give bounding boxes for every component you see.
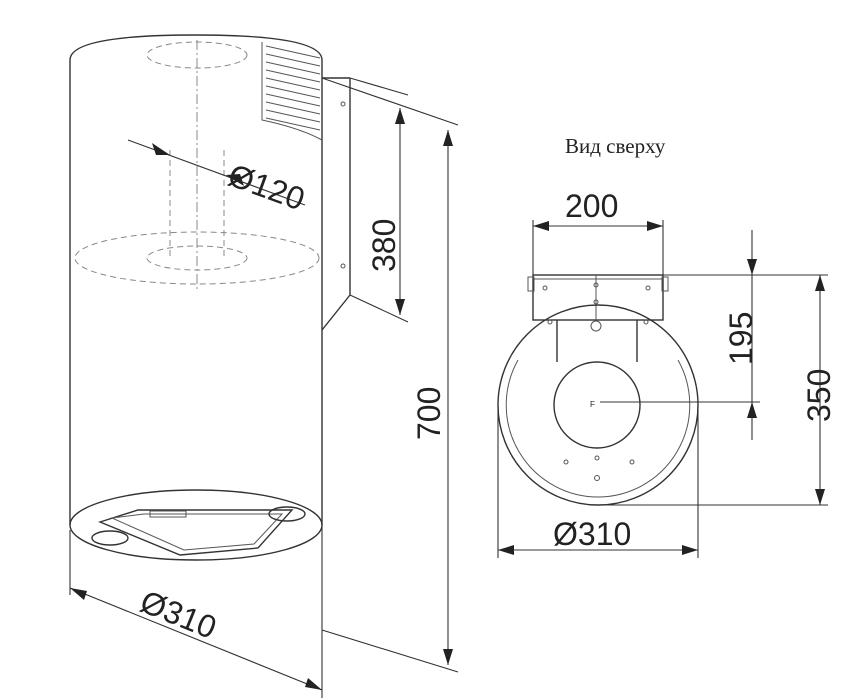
dim-body-diameter-label: Ø310: [135, 583, 221, 646]
internal-duct: [74, 40, 320, 290]
top-view-title: Вид сверху: [565, 134, 666, 158]
mounting-plate: [527, 274, 669, 332]
cylinder-body: [69, 34, 323, 525]
dim-350-label: 350: [801, 369, 837, 422]
dim-350: 350: [598, 274, 837, 506]
top-view: Вид сверху F: [497, 134, 837, 558]
dim-195-label: 195: [723, 312, 759, 365]
top-view-outer-circle: [497, 304, 699, 506]
dim-bracket-height: 380: [349, 77, 409, 323]
dim-plate-width: 200: [532, 188, 664, 275]
dim-body-diameter: Ø310: [69, 525, 323, 698]
dim-top-diameter-label: Ø310: [553, 516, 631, 552]
dim-plate-width-label: 200: [565, 188, 618, 224]
dim-duct-diameter-label: Ø120: [224, 157, 310, 218]
light-right: [268, 506, 306, 522]
light-left: [91, 530, 129, 546]
dim-bracket-height-label: 380: [366, 219, 402, 272]
duct-channel: [547, 319, 649, 449]
wall-bracket: [321, 77, 351, 331]
dim-top-diameter: Ø310: [497, 405, 699, 558]
dim-total-height: 700: [321, 77, 459, 673]
vent-grille: [261, 42, 323, 141]
dim-195: 195: [600, 230, 760, 440]
holes: [563, 455, 635, 481]
center-marker: F: [590, 400, 595, 409]
side-view: Ø120 380 700 Ø310: [69, 34, 459, 698]
dim-total-height-label: 700: [411, 387, 447, 440]
dim-duct-diameter: Ø120: [127, 139, 310, 218]
bottom-panel: [69, 489, 323, 561]
